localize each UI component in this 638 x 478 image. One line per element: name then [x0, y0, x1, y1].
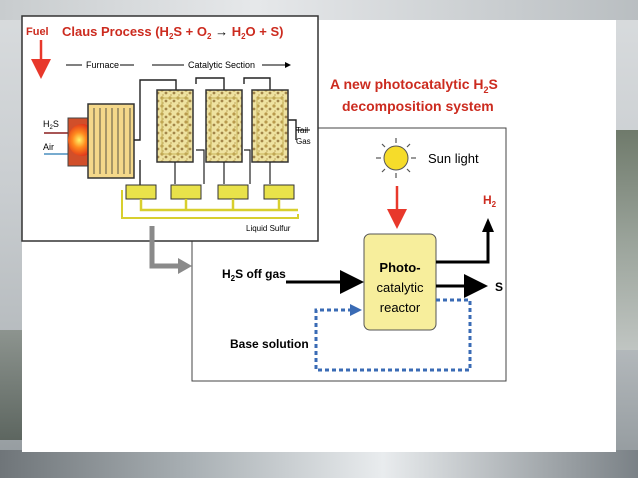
liquid-sulfur-label: Liquid Sulfur	[246, 224, 291, 233]
h2s-off-gas-sub: 2	[231, 274, 236, 283]
h2-output-line	[436, 228, 490, 264]
background-sky	[0, 0, 638, 20]
reactor-label-3: reactor	[380, 300, 421, 315]
catalytic-reactors	[156, 89, 289, 163]
background-tree-left	[0, 330, 22, 440]
base-solution-arrowhead	[350, 304, 362, 316]
catalytic-label: Catalytic Section	[188, 60, 255, 70]
transition-arrowhead	[178, 258, 192, 274]
h2s-input-h: H	[43, 119, 50, 129]
claus-title-main: Claus Process (H	[62, 24, 169, 39]
tail-gas-label-1: Tail	[296, 126, 308, 135]
condenser-2	[170, 184, 202, 200]
photo-title-line1-sub: 2	[484, 85, 489, 95]
furnace-fins	[93, 108, 131, 174]
claus-title-mid: S + O	[173, 24, 207, 39]
background-tree-right	[616, 130, 638, 350]
condenser-4	[263, 184, 295, 200]
furnace-body	[87, 103, 135, 179]
base-solution-loop	[314, 298, 472, 372]
claus-title-arrow: →	[211, 24, 231, 39]
claus-title-h2o-rest: O + S	[246, 24, 280, 39]
h2s-input-sub: 2	[50, 125, 54, 131]
reactor-bed-3	[251, 89, 289, 163]
photo-title-line1-main: A new photocatalytic H	[330, 76, 484, 92]
claus-title-sub2: 2	[207, 32, 212, 41]
s-label: S	[495, 280, 503, 294]
tail-gas-label-2: Gas	[296, 137, 311, 146]
sulfur-lines	[139, 199, 298, 212]
photo-title-line1: A new photocatalytic H2S	[330, 76, 498, 95]
h2-label-sub: 2	[492, 200, 497, 209]
h2s-off-gas-h: H	[222, 267, 231, 281]
reactor-bed-2-inner	[210, 97, 238, 155]
condenser-connections	[174, 149, 271, 184]
base-solution-label: Base solution	[230, 337, 309, 351]
condenser-1	[125, 184, 157, 200]
h2s-off-gas-label: H2S off gas	[222, 267, 286, 283]
condensers	[125, 184, 295, 200]
background-buildings	[0, 450, 638, 478]
condenser-3	[217, 184, 249, 200]
h2s-input-label: H2S	[43, 119, 59, 131]
reactor-bed-3-inner	[256, 97, 284, 155]
h2-output-arrowhead	[482, 218, 494, 232]
reactor-label-1: Photo-	[379, 260, 420, 275]
h2-label-h: H	[483, 193, 492, 207]
furnace-label: Furnace	[86, 60, 119, 70]
fuel-label: Fuel	[26, 26, 49, 38]
transition-arrow	[149, 226, 180, 269]
reactor-bed-1-inner	[161, 97, 189, 155]
claus-title: Claus Process (H2S + O2 → H2O + S)	[62, 24, 283, 41]
claus-title-close: )	[279, 24, 283, 39]
reactor-label-2: catalytic	[377, 280, 424, 295]
sun-icon	[376, 138, 416, 178]
h2s-input-rest: S	[53, 119, 59, 129]
sulfur-collector	[121, 190, 299, 219]
photocatalytic-reactor	[363, 233, 437, 331]
h2-label: H2	[483, 193, 497, 209]
h2s-off-gas-rest: S off gas	[235, 267, 286, 281]
claus-title-sub1: 2	[169, 32, 174, 41]
reactor-bed-2	[205, 89, 243, 163]
sun-light-label: Sun light	[428, 151, 479, 166]
claus-title-h2o-sub: 2	[241, 32, 246, 41]
air-input-label: Air	[43, 142, 54, 152]
photo-title-line1-rest: S	[489, 76, 498, 92]
photo-title-line2: decomposition system	[342, 98, 494, 114]
process-pipes	[134, 77, 297, 188]
claus-title-h2o: H	[232, 24, 241, 39]
